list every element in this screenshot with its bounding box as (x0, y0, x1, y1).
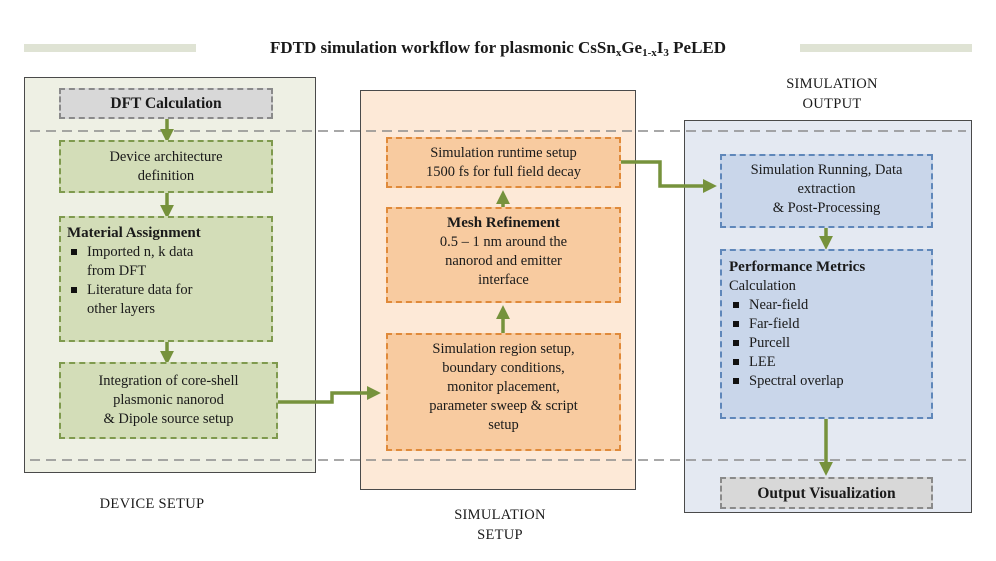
integration-line-1: Integration of core-shell (98, 373, 239, 389)
running-line-1: Simulation Running, Data (750, 162, 903, 178)
title-band-right (800, 44, 972, 52)
region-line-3: monitor placement, (447, 379, 560, 395)
title-band-left (24, 44, 196, 52)
list-item: Spectral overlap (729, 372, 925, 391)
list-item: LEE (729, 353, 925, 372)
mesh-line-2: nanorod and emitter (445, 253, 562, 269)
simulation-region-box: Simulation region setup, boundary condit… (386, 333, 621, 451)
region-line-4: parameter sweep & script (429, 398, 578, 414)
arrow-integration-to-region (278, 386, 381, 404)
metrics-list: Near-field Far-field Purcell LEE Spectra… (729, 296, 925, 391)
output-visualization-label: Output Visualization (757, 485, 896, 502)
dft-calculation-label: DFT Calculation (110, 95, 222, 112)
list-item: Literature data for other layers (67, 281, 265, 319)
arrow-runtime-to-running (621, 160, 717, 193)
device-setup-caption: DEVICE SETUP (99, 496, 205, 512)
device-architecture-line-1: Device architecture (109, 149, 223, 165)
dft-calculation-box: DFT Calculation (59, 88, 273, 119)
mesh-refinement-heading: Mesh Refinement (447, 215, 560, 231)
runtime-line-1: Simulation runtime setup (430, 145, 577, 161)
integration-line-3: & Dipole source setup (103, 411, 234, 427)
running-line-3: & Post-Processing (772, 200, 881, 216)
mesh-line-1: 0.5 – 1 nm around the (439, 234, 568, 250)
runtime-line-2: 1500 fs for full field decay (425, 164, 582, 180)
performance-metrics-heading: Performance Metrics (729, 259, 866, 275)
region-line-2: boundary conditions, (442, 360, 565, 376)
device-architecture-box: Device architecture definition (59, 140, 273, 193)
list-item: Purcell (729, 334, 925, 353)
device-architecture-line-2: definition (137, 168, 195, 184)
performance-metrics-subheading: Calculation (729, 278, 796, 294)
region-line-1: Simulation region setup, (432, 341, 575, 357)
material-assignment-list: Imported n, k data from DFT Literature d… (67, 243, 265, 319)
integration-box: Integration of core-shell plasmonic nano… (59, 362, 278, 439)
running-line-2: extraction (797, 181, 856, 197)
output-visualization-box: Output Visualization (720, 477, 933, 509)
runtime-setup-box: Simulation runtime setup 1500 fs for ful… (386, 137, 621, 188)
simulation-setup-caption: SIMULATION SETUP (454, 507, 546, 543)
list-item: Near-field (729, 296, 925, 315)
mesh-refinement-box: Mesh Refinement 0.5 – 1 nm around the na… (386, 207, 621, 303)
region-line-5: setup (488, 417, 519, 433)
diagram-title: FDTD simulation workflow for plasmonic C… (269, 38, 727, 59)
mesh-line-3: interface (478, 272, 529, 288)
simulation-running-box: Simulation Running, Data extraction & Po… (720, 154, 933, 228)
list-item: Far-field (729, 315, 925, 334)
list-item: Imported n, k data from DFT (67, 243, 265, 281)
performance-metrics-box: Performance Metrics Calculation Near-fie… (720, 249, 933, 419)
simulation-output-caption: SIMULATION OUTPUT (786, 76, 878, 112)
material-assignment-box: Material Assignment Imported n, k data f… (59, 216, 273, 342)
material-assignment-heading: Material Assignment (67, 225, 201, 241)
integration-line-2: plasmonic nanorod (113, 392, 224, 408)
